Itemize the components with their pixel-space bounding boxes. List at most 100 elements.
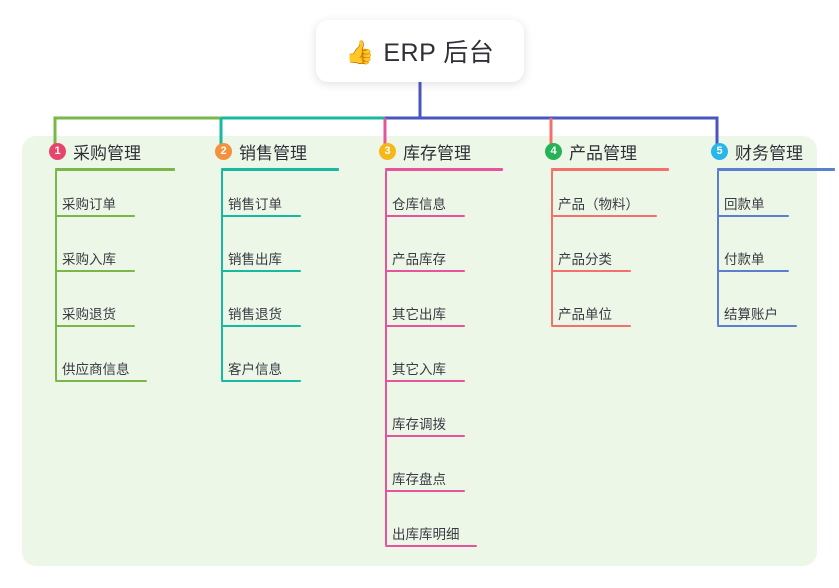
leaf-item[interactable]: 产品分类 — [526, 226, 669, 281]
leaf-label: 采购入库 — [62, 252, 116, 267]
branch-underline-5 — [717, 168, 835, 171]
branch-underline-1 — [55, 168, 175, 171]
leaf-label: 销售订单 — [228, 197, 282, 212]
branch-header-4[interactable]: 4 产品管理 — [526, 136, 669, 166]
leaf-label: 库存盘点 — [392, 472, 446, 487]
leaf-underline — [385, 215, 465, 217]
leaf-underline — [55, 270, 135, 272]
branch-items-2: 销售订单销售出库销售退货客户信息 — [196, 171, 339, 391]
leaf-item[interactable]: 客户信息 — [196, 336, 339, 391]
leaf-item[interactable]: 销售订单 — [196, 171, 339, 226]
leaf-underline — [385, 490, 465, 492]
branch-underline-4 — [551, 168, 669, 171]
branch-title-3: 库存管理 — [403, 143, 471, 163]
branch-badge-4: 4 — [545, 142, 562, 160]
leaf-label: 库存调拨 — [392, 417, 446, 432]
leaf-label: 采购订单 — [62, 197, 116, 212]
leaf-item[interactable]: 产品单位 — [526, 281, 669, 336]
branch-items-3: 仓库信息产品库存其它出库其它入库库存调拨库存盘点出库库明细 — [360, 171, 503, 556]
leaf-label: 销售出库 — [228, 252, 282, 267]
branch-column-2: 2 销售管理销售订单销售出库销售退货客户信息 — [196, 136, 339, 391]
branch-spine-5 — [717, 171, 719, 325]
leaf-item[interactable]: 结算账户 — [692, 281, 835, 336]
branch-underline-2 — [221, 168, 339, 171]
leaf-item[interactable]: 销售出库 — [196, 226, 339, 281]
branch-header-2[interactable]: 2 销售管理 — [196, 136, 339, 166]
leaf-item[interactable]: 付款单 — [692, 226, 835, 281]
branch-column-5: 5 财务管理回款单付款单结算账户 — [692, 136, 835, 336]
leaf-item[interactable]: 其它出库 — [360, 281, 503, 336]
branch-spine-3 — [385, 171, 387, 545]
leaf-label: 产品库存 — [392, 252, 446, 267]
leaf-label: 客户信息 — [228, 362, 282, 377]
leaf-underline — [55, 325, 135, 327]
leaf-underline — [551, 270, 631, 272]
branch-badge-1: 1 — [49, 142, 66, 160]
leaf-item[interactable]: 仓库信息 — [360, 171, 503, 226]
leaf-underline — [717, 215, 789, 217]
leaf-label: 付款单 — [724, 252, 765, 267]
leaf-label: 产品单位 — [558, 307, 612, 322]
branch-column-4: 4 产品管理产品（物料） 产品分类产品单位 — [526, 136, 669, 336]
thumbs-up-icon: 👍 — [345, 38, 375, 65]
leaf-label: 其它出库 — [392, 307, 446, 322]
branch-items-4: 产品（物料） 产品分类产品单位 — [526, 171, 669, 336]
leaf-label: 结算账户 — [724, 307, 778, 322]
branch-underline-3 — [385, 168, 503, 171]
leaf-label: 出库库明细 — [392, 527, 460, 542]
leaf-item[interactable]: 库存调拨 — [360, 391, 503, 446]
leaf-underline — [385, 325, 465, 327]
branch-title-5: 财务管理 — [735, 143, 803, 163]
leaf-underline — [221, 325, 301, 327]
branch-badge-5: 5 — [711, 142, 728, 160]
leaf-underline — [551, 325, 631, 327]
branch-spine-4 — [551, 171, 553, 325]
leaf-underline — [717, 270, 789, 272]
leaf-underline — [717, 325, 797, 327]
leaf-label: 产品（物料） — [558, 197, 639, 212]
leaf-item[interactable]: 采购入库 — [30, 226, 175, 281]
leaf-underline — [385, 270, 465, 272]
branch-header-3[interactable]: 3 库存管理 — [360, 136, 503, 166]
leaf-label: 其它入库 — [392, 362, 446, 377]
leaf-underline — [55, 215, 135, 217]
branch-badge-2: 2 — [215, 142, 232, 160]
leaf-item[interactable]: 产品（物料） — [526, 171, 669, 226]
leaf-item[interactable]: 库存盘点 — [360, 446, 503, 501]
leaf-underline — [221, 380, 301, 382]
root-node-title: ERP 后台 — [383, 39, 495, 67]
leaf-underline — [385, 435, 465, 437]
leaf-label: 采购退货 — [62, 307, 116, 322]
branch-items-1: 采购订单采购入库采购退货供应商信息 — [30, 171, 175, 391]
diagram-panel-background — [22, 136, 817, 566]
branch-title-4: 产品管理 — [569, 143, 637, 163]
leaf-underline — [221, 270, 301, 272]
leaf-item[interactable]: 采购订单 — [30, 171, 175, 226]
leaf-item[interactable]: 产品库存 — [360, 226, 503, 281]
branch-spine-2 — [221, 171, 223, 380]
leaf-item[interactable]: 其它入库 — [360, 336, 503, 391]
leaf-underline — [55, 380, 147, 382]
leaf-underline — [385, 545, 477, 547]
leaf-item[interactable]: 供应商信息 — [30, 336, 175, 391]
leaf-label: 仓库信息 — [392, 197, 446, 212]
leaf-item[interactable]: 出库库明细 — [360, 501, 503, 556]
leaf-underline — [385, 380, 465, 382]
branch-title-2: 销售管理 — [239, 143, 307, 163]
leaf-item[interactable]: 销售退货 — [196, 281, 339, 336]
branch-spine-1 — [55, 171, 57, 380]
leaf-label: 产品分类 — [558, 252, 612, 267]
branch-badge-3: 3 — [379, 142, 396, 160]
leaf-underline — [221, 215, 301, 217]
root-node[interactable]: 👍 ERP 后台 — [316, 20, 524, 82]
leaf-underline — [551, 215, 657, 217]
leaf-label: 回款单 — [724, 197, 765, 212]
leaf-item[interactable]: 回款单 — [692, 171, 835, 226]
branch-items-5: 回款单付款单结算账户 — [692, 171, 835, 336]
leaf-label: 供应商信息 — [62, 362, 130, 377]
leaf-item[interactable]: 采购退货 — [30, 281, 175, 336]
branch-header-5[interactable]: 5 财务管理 — [692, 136, 835, 166]
